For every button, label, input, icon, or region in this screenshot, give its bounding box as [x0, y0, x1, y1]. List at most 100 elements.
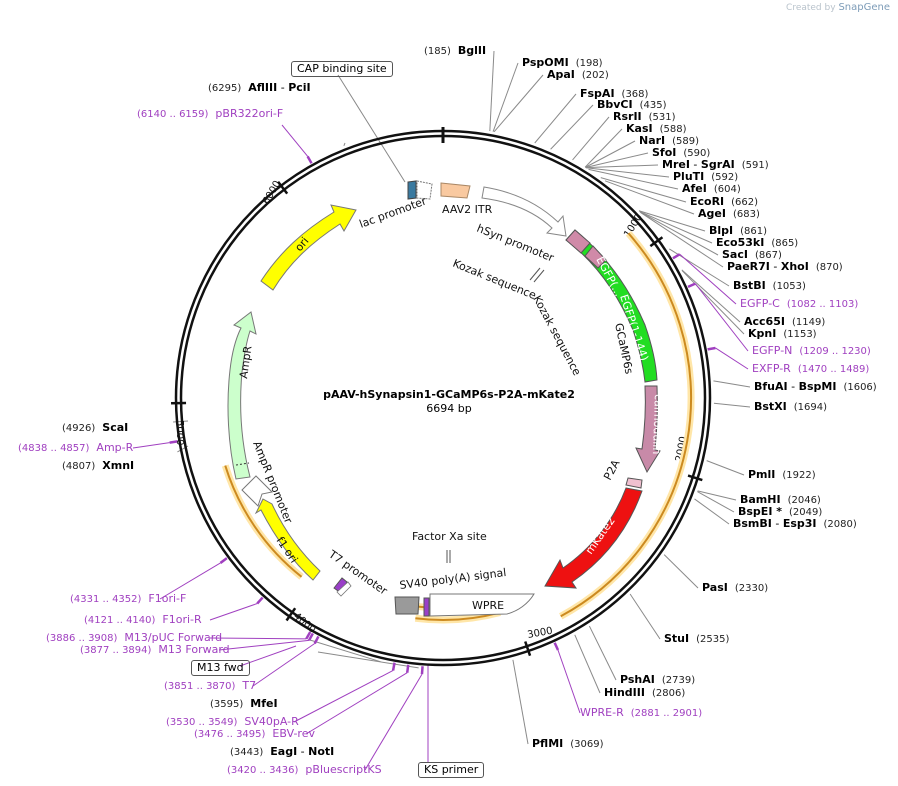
site-pasi: PasI (2330)	[702, 581, 769, 594]
site-leader	[713, 380, 751, 388]
site-leader	[173, 420, 189, 423]
tick-6000	[277, 180, 289, 195]
orf-arc-main	[560, 232, 692, 618]
primer-leader	[293, 670, 394, 723]
site-blpi: BlpI (861)	[709, 224, 768, 237]
feature-gcamp-start	[565, 229, 591, 254]
site-acc65i: Acc65I (1149)	[744, 315, 826, 328]
kozak-mark-1	[529, 267, 541, 281]
tick-label-5000: 5000	[174, 420, 185, 445]
feature-sv40-polya	[394, 596, 420, 615]
label-wpre: WPRE	[472, 599, 504, 612]
primer-leader	[132, 442, 170, 449]
site-hindiii: HindIII (2806)	[604, 686, 686, 699]
site-leader	[534, 93, 577, 144]
site-stui: StuI (2535)	[664, 632, 730, 645]
site-paer7i-xhoi: PaeR7I - XhoI (870)	[727, 260, 843, 273]
feature-hsyn-promoter	[481, 186, 567, 237]
feature-calmodulin	[635, 385, 661, 474]
site-leader	[713, 402, 751, 408]
site-leader	[572, 116, 610, 161]
site-bstxi: BstXI (1694)	[754, 400, 828, 413]
site-leader	[697, 491, 735, 513]
label-calmodulin: calmodulin	[650, 394, 665, 455]
feature-aav2-itr	[440, 182, 471, 199]
site-leader	[694, 498, 730, 525]
feature-mkate2	[544, 487, 643, 589]
primer-leader	[694, 283, 749, 352]
ks-primer-box: KS primer	[418, 762, 485, 778]
site-leader	[512, 659, 529, 745]
site-bfuai-bspmi: BfuAI - BspMI (1606)	[754, 380, 877, 393]
site-leader	[317, 651, 419, 669]
site-leader	[706, 460, 745, 476]
site-afliii-pcii: (6295) AflIII - PciI	[208, 81, 311, 94]
site-leader	[629, 593, 661, 640]
label-ampr: AmpR	[237, 345, 254, 380]
primer-mark	[672, 253, 681, 260]
site-bsmbi-esp3i: BsmBI - Esp3I (2080)	[733, 517, 857, 530]
site-scai: (4926) ScaI	[62, 421, 129, 434]
primer-mark	[420, 666, 424, 675]
primer-leader	[679, 253, 737, 305]
site-eagi-noti: (3443) EagI - NotI	[230, 745, 335, 758]
site-leader	[588, 625, 617, 681]
site-bspei-: BspEI * (2049)	[738, 505, 823, 518]
label-factor-xa: Factor Xa site	[412, 530, 487, 543]
label-p2a: P2A	[601, 457, 623, 482]
site-saci: SacI (867)	[722, 248, 782, 261]
primer-mark	[553, 642, 560, 651]
cap-binding-site-box: CAP binding site	[291, 61, 393, 77]
site-leader	[585, 167, 670, 178]
primer-leader	[209, 637, 307, 640]
primer-f1ori-f: (4331 .. 4352) F1ori-F	[70, 592, 187, 605]
site-leader	[585, 152, 649, 168]
feature-sv40-mark	[423, 597, 430, 617]
feature-ampr	[227, 311, 257, 480]
primer-egfp-c: EGFP-C (1082 .. 1103)	[740, 297, 859, 310]
site-leader	[493, 74, 544, 133]
primer-pbr322ori-f: (6140 .. 6159) pBR322ori-F	[137, 107, 284, 120]
site-leader	[600, 177, 687, 203]
site-eco53ki: Eco53kI (865)	[716, 236, 799, 249]
primer-amp-r: (4838 .. 4857) Amp-R	[18, 441, 134, 454]
primer-ebv-rev: (3476 .. 3495) EBV-rev	[194, 727, 315, 740]
site-kasi: KasI (588)	[626, 122, 687, 135]
site-pluti: PluTI (592)	[673, 170, 739, 183]
primer-mark	[256, 596, 264, 605]
label-hsyn-promoter: hSyn promoter	[475, 222, 556, 265]
site-pspomi: PspOMI (198)	[522, 56, 603, 69]
primer-mark	[687, 282, 696, 289]
site-xmni: (4807) XmnI	[62, 459, 135, 472]
feature-cap-site	[407, 180, 417, 200]
site-mfei: (3595) MfeI	[210, 697, 278, 710]
primer-egfp-n: EGFP-N (1209 .. 1230)	[752, 344, 871, 357]
site-leader	[697, 490, 737, 501]
primer-f1ori-r: (4121 .. 4140) F1ori-R	[84, 613, 202, 626]
primer-leader	[715, 347, 749, 370]
plasmid-size: 6694 bp	[426, 402, 472, 415]
label-t7-promoter: T7 promoter	[325, 547, 390, 598]
primer-leader	[159, 562, 221, 600]
primer-mark	[313, 635, 320, 645]
primer-mark	[169, 440, 178, 444]
primer-wpre-r: WPRE-R (2881 .. 2901)	[580, 706, 703, 719]
site-apai: ApaI (202)	[547, 68, 609, 81]
site-leader	[640, 212, 724, 268]
site-mrei-sgrai: MreI - SgrAI (591)	[662, 158, 769, 171]
site-leader	[343, 142, 346, 146]
label-egfp-short: EGFP(...	[593, 254, 625, 298]
site-afei: AfeI (604)	[682, 182, 741, 195]
site-sfoi: SfoI (590)	[652, 146, 711, 159]
feature-lac-promoter	[416, 180, 433, 200]
feature-m13-segment	[584, 245, 607, 269]
site-fspai: FspAI (368)	[580, 87, 649, 100]
primer-pbluescriptks: (3420 .. 3436) pBluescriptKS	[227, 763, 382, 776]
site-leader	[574, 634, 601, 694]
snapgene-logo: SnapGene	[838, 2, 890, 13]
feature-p2a	[625, 477, 643, 489]
site-pflmi: PflMI (3069)	[532, 737, 604, 750]
primer-exfp-r: EXFP-R (1470 .. 1489)	[752, 362, 870, 375]
